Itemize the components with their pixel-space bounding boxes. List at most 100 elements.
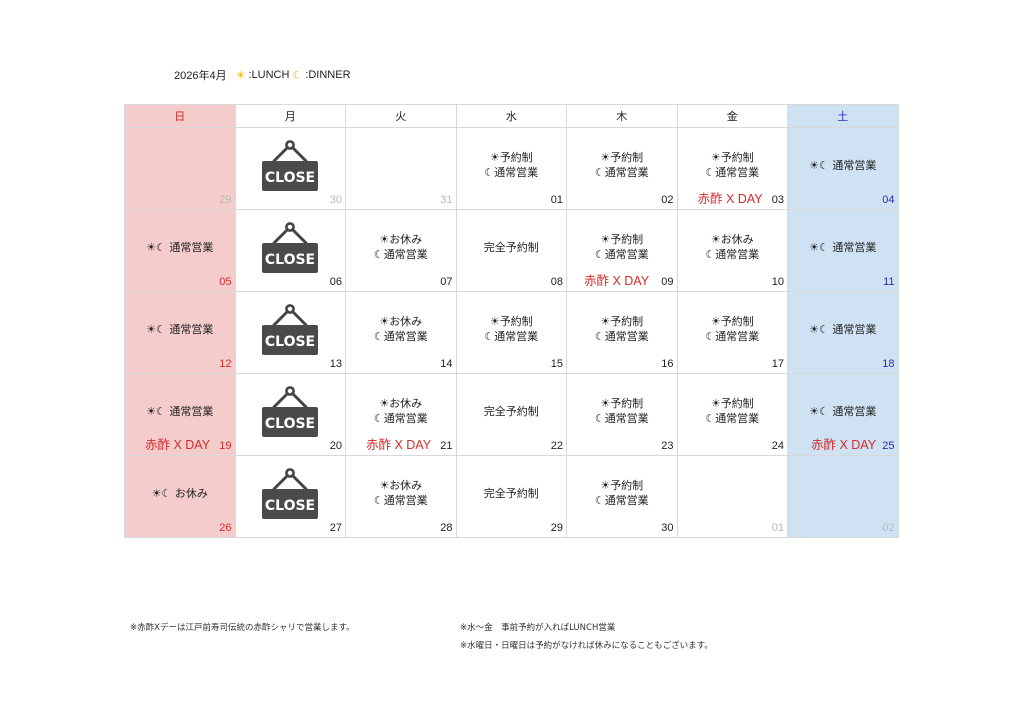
moon-icon: ☾	[594, 411, 605, 425]
all-day-status: 通常営業	[169, 404, 214, 418]
dinner-status: 通常営業	[715, 165, 760, 179]
moon-icon: ☾	[484, 165, 495, 179]
moon-icon: ☾	[156, 322, 166, 336]
akazu-xday-label: 赤酢 X DAY	[584, 274, 650, 288]
day-schedule: ☀お休み☾通常営業	[346, 396, 456, 426]
moon-icon: ☾	[819, 158, 829, 172]
akazu-xday-label: 赤酢 X DAY	[811, 438, 877, 452]
sun-icon: ☀	[600, 314, 611, 328]
lunch-status: 予約制	[499, 314, 533, 328]
day-number: 06	[329, 276, 342, 288]
moon-icon: ☾	[373, 329, 384, 343]
day-number: 12	[219, 358, 232, 370]
svg-text:CLOSE: CLOSE	[265, 416, 315, 432]
weekday-monday: 月	[234, 104, 346, 128]
moon-icon: ☾	[594, 493, 605, 507]
calendar-legend: 2026年4月 ☀ :LUNCH ☾ :DINNER	[174, 67, 351, 83]
calendar-day-cell[interactable]: ☀☾ 通常営業 12	[124, 291, 236, 374]
sun-icon: ☀	[379, 396, 390, 410]
sun-icon: ☀	[809, 240, 819, 254]
sun-icon: ☀	[379, 314, 390, 328]
calendar-day-cell[interactable]: 29	[124, 127, 236, 210]
lunch-status: 予約制	[720, 314, 754, 328]
sun-icon: ☀	[379, 478, 390, 492]
dinner-status: 通常営業	[715, 411, 760, 425]
dinner-status: 通常営業	[383, 329, 428, 343]
day-schedule: ☀☾ 通常営業	[125, 403, 235, 419]
day-number: 18	[882, 358, 895, 370]
moon-icon: ☾	[819, 322, 829, 336]
day-number: 14	[440, 358, 453, 370]
day-number: 28	[440, 522, 453, 534]
svg-text:CLOSE: CLOSE	[265, 334, 315, 350]
day-schedule: ☀☾ 通常営業	[125, 321, 235, 337]
calendar-day-cell[interactable]: 01	[676, 455, 788, 538]
close-sign-icon: CLOSE	[262, 385, 319, 437]
dinner-status: 通常営業	[604, 329, 649, 343]
moon-icon: ☾	[819, 404, 829, 418]
lunch-status: お休み	[389, 396, 423, 410]
note-akazu-xday: ※赤酢Xデーは江戸前寿司伝統の赤酢シャリで営業します。	[130, 623, 355, 633]
akazu-xday-label: 赤酢 X DAY	[366, 438, 432, 452]
lunch-status: 予約制	[610, 478, 644, 492]
day-number: 22	[550, 440, 563, 452]
dinner-status: 通常営業	[604, 247, 649, 261]
lunch-status: 予約制	[610, 232, 644, 246]
sun-icon: ☀	[809, 322, 819, 336]
dinner-status: 通常営業	[604, 165, 649, 179]
calendar-day-cell[interactable]: 31	[345, 127, 457, 210]
akazu-xday-label: 赤酢 X DAY	[145, 438, 211, 452]
calendar-day-cell[interactable]: 02	[787, 455, 899, 538]
lunch-legend-label: :LUNCH	[248, 69, 290, 81]
close-sign-icon: CLOSE	[262, 221, 319, 273]
closed-sign: CLOSE	[236, 221, 346, 277]
calendar-day-cell[interactable]: ☀予約制☾通常営業 16	[566, 291, 678, 374]
calendar-day-cell[interactable]: ☀お休み☾通常営業赤酢 X DAY 21	[345, 373, 457, 456]
close-sign-icon: CLOSE	[262, 467, 319, 519]
day-schedule: ☀予約制☾通常営業	[567, 314, 677, 344]
day-schedule: ☀予約制☾通常営業	[567, 396, 677, 426]
moon-icon: ☾	[594, 165, 605, 179]
day-number: 16	[661, 358, 674, 370]
sun-icon: ☀	[710, 396, 721, 410]
day-number: 31	[440, 194, 453, 206]
calendar-day-cell[interactable]: CLOSE 06	[234, 209, 346, 292]
day-schedule: ☀予約制☾通常営業	[567, 478, 677, 508]
day-number: 21	[440, 440, 453, 452]
moon-icon: ☾	[594, 247, 605, 261]
day-schedule: ☀予約制☾通常営業	[457, 314, 567, 344]
day-number: 10	[771, 276, 784, 288]
dinner-status: 通常営業	[715, 247, 760, 261]
sun-icon: ☀	[710, 314, 721, 328]
day-schedule: 完全予約制	[457, 239, 567, 255]
day-schedule: ☀予約制☾通常営業	[678, 150, 788, 180]
